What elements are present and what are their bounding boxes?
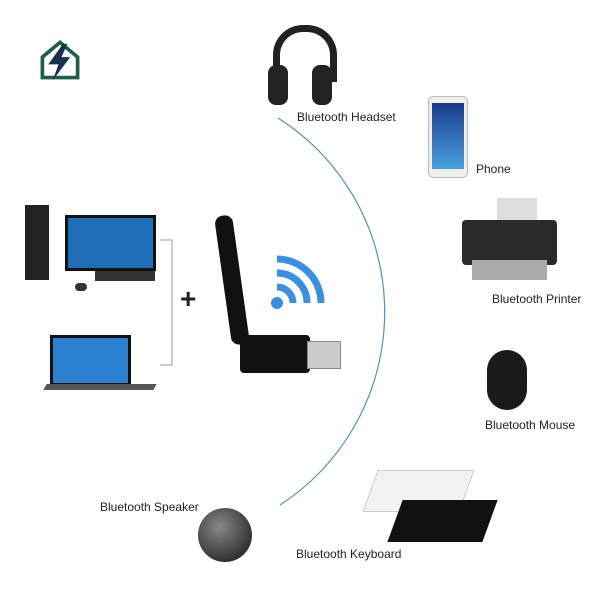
plus-sign: +: [180, 283, 197, 314]
laptop-image: [43, 335, 157, 395]
label-phone: Phone: [476, 162, 511, 176]
label-headset: Bluetooth Headset: [297, 110, 396, 124]
label-printer: Bluetooth Printer: [492, 292, 582, 306]
phone-image: [428, 96, 468, 178]
wifi-icon: [271, 255, 325, 309]
label-keyboard: Bluetooth Keyboard: [296, 547, 402, 561]
speaker-image: [198, 508, 252, 562]
printer-image: [462, 198, 562, 283]
label-mouse: Bluetooth Mouse: [485, 418, 576, 432]
mouse-image: [487, 350, 527, 410]
keyboard-image: [362, 470, 500, 550]
usb-wifi-adapter-image: [214, 214, 345, 385]
logo-icon: [40, 40, 80, 81]
headset-image: [268, 25, 337, 110]
desktop-computer-image: [25, 205, 156, 295]
label-speaker: Bluetooth Speaker: [100, 500, 199, 514]
